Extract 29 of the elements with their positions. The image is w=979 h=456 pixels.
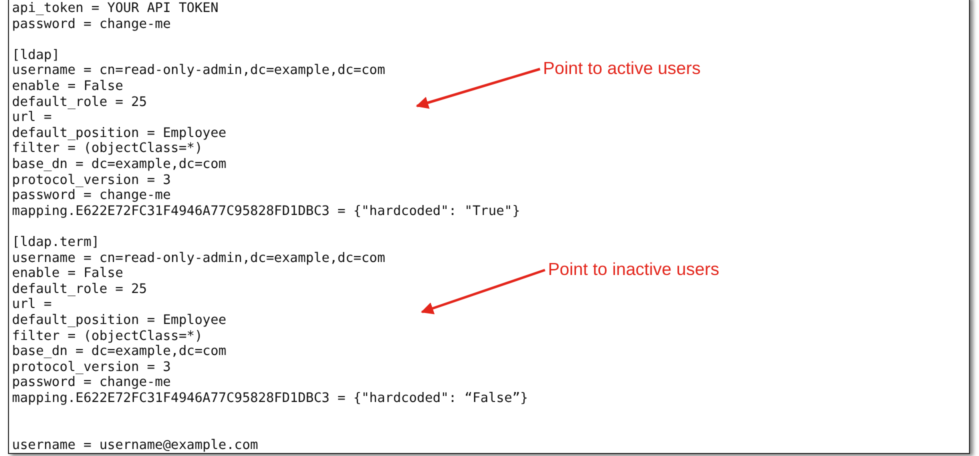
code-line: username = cn=read-only-admin,dc=example,dc=com <box>12 250 386 266</box>
arrow <box>416 68 540 109</box>
code-line: mapping.E622E72FC31F4946A77C95828FD1DBC3 = {"hardcoded": “False”} <box>12 391 528 406</box>
code-line: base_dn = dc=example,dc=com <box>12 157 226 172</box>
code-line: [ldap] <box>12 48 60 63</box>
callout-text: Point to inactive users <box>548 259 720 279</box>
code-line: url = <box>12 297 52 312</box>
code-line: mapping.E622E72FC31F4946A77C95828FD1DBC3 = {"hardcoded": "True"} <box>12 204 520 219</box>
code-line: password = change-me <box>12 375 171 390</box>
code-line: default_role = 25 <box>12 282 147 297</box>
code-line: [ldap.term] <box>12 235 100 250</box>
code-line: url = <box>12 110 52 126</box>
code-line: protocol_version = 3 <box>12 360 171 375</box>
code-line: enable = False <box>12 79 124 94</box>
code-line: username = cn=read-only-admin,dc=example,dc=com <box>12 63 386 78</box>
code-line: filter = (objectClass=*) <box>12 141 203 156</box>
code-line: filter = (objectClass=*) <box>12 328 203 344</box>
code-line: default_position = Employee <box>12 126 226 141</box>
code-line: username = username@example.com <box>12 438 258 453</box>
code-line: password = change-me <box>12 16 171 32</box>
code-line: default_position = Employee <box>12 313 226 328</box>
code-line: api_token = YOUR API TOKEN <box>12 1 218 16</box>
code-line: protocol_version = 3 <box>12 172 171 188</box>
callout-text: Point to active users <box>543 58 701 78</box>
arrow <box>420 268 546 314</box>
code-line: base_dn = dc=example,dc=com <box>12 344 226 360</box>
code-line: default_role = 25 <box>12 94 147 110</box>
code-line: password = change-me <box>12 188 171 204</box>
code-line: enable = False <box>12 266 124 282</box>
